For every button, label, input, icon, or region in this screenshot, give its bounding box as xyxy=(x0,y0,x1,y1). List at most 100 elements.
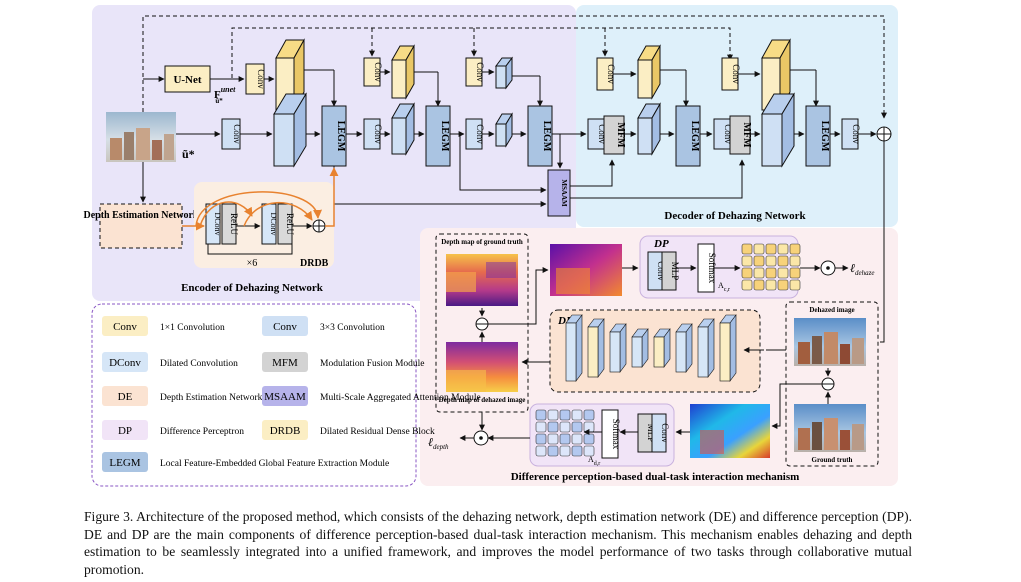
svg-text:LEGM: LEGM xyxy=(335,121,346,152)
grid-cell xyxy=(789,279,801,291)
svg-text:Conv: Conv xyxy=(256,69,266,89)
svg-text:MLP: MLP xyxy=(646,424,656,443)
feature-block-blue-3b xyxy=(495,112,513,148)
feature-block-blue-1 xyxy=(273,92,307,168)
svg-text:MLP: MLP xyxy=(670,262,680,281)
feature-block-blue-3a xyxy=(495,56,513,90)
svg-text:Conv: Conv xyxy=(656,261,666,281)
grid-cell xyxy=(559,433,571,445)
de-layer xyxy=(609,323,627,373)
unet-label: U-Net xyxy=(173,74,201,86)
svg-text:Conv: Conv xyxy=(606,64,616,84)
svg-text:LEGM: LEGM xyxy=(819,121,830,152)
svg-text:Conv: Conv xyxy=(851,124,861,144)
grid-cell xyxy=(765,243,777,255)
legend-swatch xyxy=(262,420,308,440)
dual-task-title: Difference perception-based dual-task in… xyxy=(511,471,800,483)
encoder-title: Encoder of Dehazing Network xyxy=(181,282,324,294)
grid-cell xyxy=(741,267,753,279)
architecture-diagram: Encoder of Dehazing Network Decoder of D… xyxy=(84,5,898,487)
legm-1 xyxy=(321,105,347,167)
grid-cell xyxy=(559,421,571,433)
svg-text:LEGM: LEGM xyxy=(541,121,552,152)
minus-node-image xyxy=(821,377,835,391)
grid-cell xyxy=(547,445,559,457)
svg-text:Conv: Conv xyxy=(475,62,485,82)
minus-node-depth xyxy=(475,317,489,331)
grid-cell xyxy=(777,279,789,291)
grid-cell xyxy=(777,243,789,255)
depth-dehazed-label: Depth map of dehazed image xyxy=(439,396,526,404)
grid-cell xyxy=(741,255,753,267)
legend-desc: Multi-Scale Aggregated Attention Module xyxy=(320,393,481,403)
hazy-input-image xyxy=(106,112,176,162)
dehazed-image-label: Dehazed image xyxy=(809,306,854,314)
legm-4 xyxy=(675,105,701,167)
dconv-1 xyxy=(205,203,221,245)
legend-swatch xyxy=(102,452,148,472)
grid-cell xyxy=(753,243,765,255)
depth-gt-label: Depth map of ground truth xyxy=(441,238,523,246)
grid-cell xyxy=(535,433,547,445)
legend-desc: Modulation Fusion Module xyxy=(320,359,425,369)
grid-cell xyxy=(535,421,547,433)
grid-cell xyxy=(765,267,777,279)
svg-text:LEGM: LEGM xyxy=(689,121,700,152)
svg-text:DConv: DConv xyxy=(269,212,278,235)
grid-cell xyxy=(777,267,789,279)
svg-text:ReLU: ReLU xyxy=(285,213,295,235)
dp-label-top: DP xyxy=(653,238,669,250)
figure-caption: Figure 3. Architecture of the proposed m… xyxy=(84,508,912,578)
svg-text:Conv: Conv xyxy=(373,124,383,144)
svg-text:DConv: DConv xyxy=(213,212,222,235)
grid-cell xyxy=(583,433,595,445)
a-cr-label: Ac,r xyxy=(718,281,730,293)
depth-estimation-network xyxy=(99,203,183,249)
msaam-block xyxy=(547,169,571,217)
ground-truth-label: Ground truth xyxy=(812,456,853,464)
legend-swatch xyxy=(102,386,148,406)
svg-text:LEGM: LEGM xyxy=(439,121,450,152)
relu-2 xyxy=(277,203,293,245)
depth-net-line1: Depth Estimation Network xyxy=(84,210,199,221)
grid-cell xyxy=(535,445,547,457)
svg-text:MFM: MFM xyxy=(615,123,626,149)
legend-swatch xyxy=(102,316,148,336)
unet-block xyxy=(164,65,211,93)
de-layer xyxy=(587,318,605,378)
grid-cell xyxy=(583,421,595,433)
legend-swatch xyxy=(262,352,308,372)
legend-key: Conv xyxy=(113,321,137,333)
mult-node-depth xyxy=(473,430,489,446)
grid-cell xyxy=(583,445,595,457)
loss-dehaze: ℓdehaze xyxy=(850,261,874,277)
de-encoder-decoder-bars xyxy=(565,314,737,382)
legend-key: DP xyxy=(118,425,132,437)
legend-box xyxy=(91,303,417,487)
svg-text:Conv: Conv xyxy=(660,423,670,443)
sum-node-drdb xyxy=(312,219,326,233)
ground-truth-image xyxy=(794,404,866,452)
legend-key: LEGM xyxy=(109,457,140,469)
dehazed-image xyxy=(794,318,866,366)
decoder-title: Decoder of Dehazing Network xyxy=(664,210,806,222)
legend-desc: 3×3 Convolution xyxy=(320,323,385,333)
legend-key: DE xyxy=(118,391,133,403)
grid-cell xyxy=(789,255,801,267)
svg-text:Conv: Conv xyxy=(723,124,733,144)
svg-text:Conv: Conv xyxy=(597,124,607,144)
legm-5 xyxy=(805,105,831,167)
caption-text: Figure 3. Architecture of the proposed m… xyxy=(84,509,912,577)
legend-key: DRDB xyxy=(270,425,301,437)
legend-swatch xyxy=(102,420,148,440)
legm-2 xyxy=(425,105,451,167)
grid-cell xyxy=(789,267,801,279)
grid-cell xyxy=(571,433,583,445)
svg-text:Conv: Conv xyxy=(373,62,383,82)
